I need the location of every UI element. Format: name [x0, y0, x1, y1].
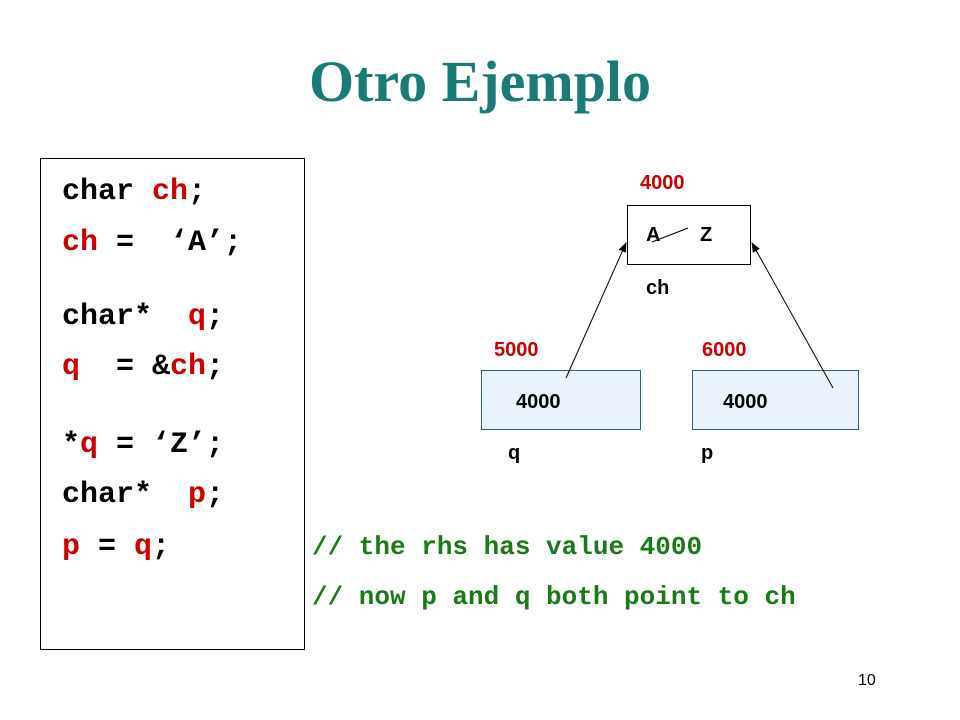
q-variable-name: q	[508, 442, 521, 464]
p-pointer-arrow	[751, 242, 834, 389]
code-token: q	[188, 300, 207, 334]
ch-address-label: 4000	[640, 172, 685, 194]
code-token: = ‘Z’;	[98, 428, 225, 462]
code-token: ;	[206, 478, 225, 512]
code-token: q	[62, 350, 81, 384]
code-token: ;	[206, 300, 225, 334]
q-pointer-arrow	[565, 242, 627, 379]
p-value: 4000	[723, 391, 768, 413]
code-token: ch	[62, 226, 99, 260]
q-memory-cell	[481, 370, 641, 430]
ch-new-value: Z	[700, 224, 713, 246]
p-memory-cell	[692, 370, 859, 430]
code-token: =	[80, 530, 135, 564]
code-token: ch	[170, 350, 207, 384]
page-number: 10	[858, 672, 876, 689]
code-line-4: q = &ch;	[62, 350, 224, 384]
code-token: p	[62, 530, 81, 564]
code-line-3: char* q;	[62, 300, 224, 334]
code-token: = ‘A’;	[98, 226, 243, 260]
code-token: ;	[188, 175, 207, 209]
code-comment-1: // the rhs has value 4000	[312, 532, 703, 562]
code-token: ;	[152, 530, 171, 564]
code-token: *	[62, 428, 81, 462]
code-token: p	[188, 478, 207, 512]
slide-title: Otro Ejemplo	[308, 49, 652, 114]
code-token: char	[62, 175, 153, 209]
q-address-label: 5000	[494, 339, 539, 361]
p-address-label: 6000	[702, 339, 747, 361]
code-comment-2: // now p and q both point to ch	[312, 582, 796, 612]
code-line-2: ch = ‘A’;	[62, 226, 242, 260]
code-line-6: char* p;	[62, 478, 224, 512]
q-value: 4000	[516, 391, 561, 413]
ch-variable-name: ch	[646, 277, 670, 299]
code-token: char*	[62, 300, 189, 334]
strike-through-line	[651, 227, 689, 243]
code-token: q	[134, 530, 153, 564]
ch-memory-cell	[627, 205, 751, 265]
code-panel	[40, 158, 305, 650]
code-token: ;	[206, 350, 225, 384]
code-line-1: char ch;	[62, 175, 206, 209]
code-line-5: *q = ‘Z’;	[62, 428, 224, 462]
code-token: = &	[80, 350, 171, 384]
p-variable-name: p	[701, 442, 714, 464]
code-line-7: p = q;	[62, 530, 170, 564]
code-token: ch	[152, 175, 189, 209]
code-token: q	[80, 428, 99, 462]
code-token: char*	[62, 478, 189, 512]
